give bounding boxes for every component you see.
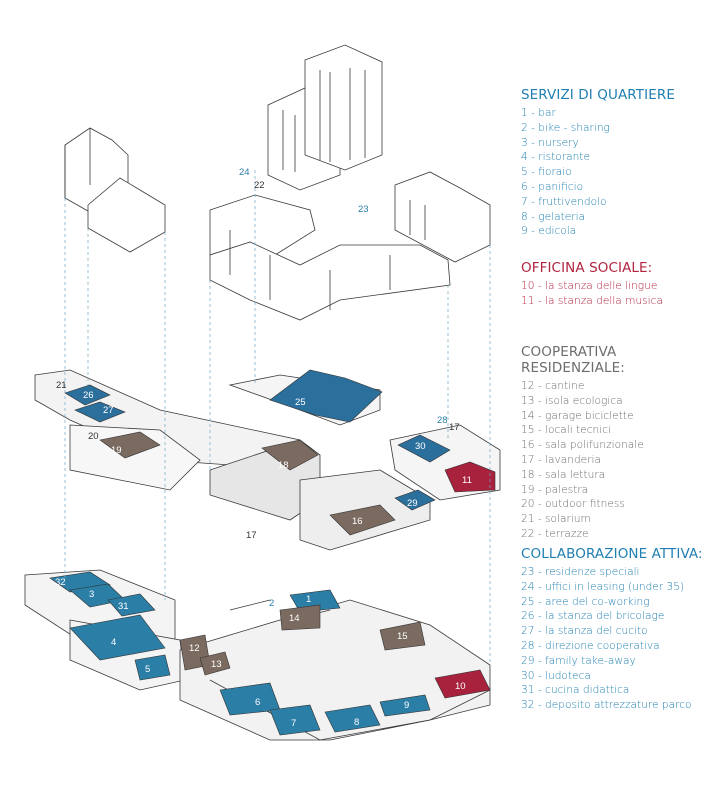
label-3: 3 [89, 589, 95, 600]
zone-9 [379, 694, 431, 717]
legend-cooperativa: COOPERATIVA RESIDENZIALE: 12 - cantine 1… [521, 344, 706, 542]
legend-servizi: SERVIZI DI QUARTIERE 1 - bar 2 - bike - … [521, 87, 706, 239]
label-20: 20 [88, 431, 99, 442]
zone-30 [397, 434, 451, 463]
label-10: 10 [455, 681, 466, 692]
label-26: 26 [83, 390, 94, 401]
legend-item: 5 - fioraio [521, 166, 572, 179]
legend-officina: OFFICINA SOCIALE: 10 - la stanza delle l… [521, 260, 706, 309]
building-courtyard [209, 194, 451, 321]
zone-18 [261, 439, 319, 471]
legend-item: 27 - la stanza del cucito [521, 625, 648, 638]
label-11: 11 [462, 475, 472, 486]
label-16: 16 [352, 516, 363, 527]
zone-7 [269, 704, 321, 736]
legend-item: 10 - la stanza delle lingue [521, 280, 658, 292]
legend-title: OFFICINA SOCIALE: [521, 260, 653, 276]
legend-title: COLLABORAZIONE ATTIVA: [521, 546, 703, 562]
label-27: 27 [103, 405, 114, 416]
label-4: 4 [111, 637, 117, 648]
label-23: 23 [358, 204, 369, 215]
label-17-a: 17 [449, 422, 460, 433]
zone-4 [69, 614, 166, 661]
label-18: 18 [278, 460, 289, 471]
legend-item: 7 - fruttivendolo [521, 195, 607, 208]
building-top-left [64, 127, 166, 253]
label-6: 6 [255, 697, 261, 708]
legend-item: 31 - cucina didattica [521, 684, 630, 697]
legend-item: 21 - solarium [521, 513, 591, 526]
label-32: 32 [55, 577, 66, 588]
legend-item: 11 - la stanza della musica [521, 294, 663, 307]
legend-item: 8 - gelateria [521, 210, 586, 223]
legend-item: 22 - terrazze [521, 527, 589, 540]
zone-31 [107, 593, 156, 617]
legend-title: COOPERATIVA RESIDENZIALE: [521, 344, 625, 376]
legend-item: 12 - cantine [521, 380, 585, 392]
label-9: 9 [404, 700, 410, 711]
zone-15 [379, 621, 426, 651]
zone-19 [99, 431, 161, 459]
label-12: 12 [189, 643, 200, 654]
zone-25 [269, 369, 383, 423]
projection-lines [64, 170, 491, 665]
legend-item: 17 - lavanderia [521, 453, 601, 466]
label-8: 8 [354, 717, 360, 728]
legend-item: 9 - edicola [521, 225, 577, 238]
label-29: 29 [407, 498, 418, 509]
label-1: 1 [306, 594, 312, 605]
legend-item: 20 - outdoor fitness [521, 498, 625, 511]
legend-item: 4 - ristorante [521, 151, 590, 164]
zone-5 [134, 654, 171, 681]
label-31: 31 [118, 601, 129, 612]
zone-14 [279, 604, 321, 631]
zone-26 [64, 384, 111, 406]
zone-16 [329, 504, 396, 536]
legend-item: 13 - isola ecologica [521, 394, 623, 407]
label-28: 28 [437, 415, 448, 426]
legend-item: 14 - garage biciclette [521, 409, 634, 422]
zone-29 [394, 489, 436, 511]
legend-item: 15 - locali tecnici [521, 424, 611, 437]
legend-item: 24 - uffici in leasing (under 35) [521, 580, 685, 593]
legend-item: 25 - aree del co-working [521, 595, 650, 608]
legend-item: 6 - panificio [521, 180, 584, 193]
label-2: 2 [269, 598, 275, 609]
legend-item: 23 - residenze speciali [521, 566, 640, 578]
label-7: 7 [291, 718, 297, 729]
zone-27 [74, 401, 126, 423]
building-tower [267, 44, 383, 191]
legend-item: 30 - ludoteca [521, 669, 591, 682]
label-17-b: 17 [246, 530, 257, 541]
label-21: 21 [56, 380, 67, 391]
legend-collaborazione: COLLABORAZIONE ATTIVA: 23 - residenze sp… [521, 546, 706, 713]
legend-item: 32 - deposito attrezzature parco [521, 699, 692, 712]
legend-item: 3 - nursery [521, 136, 579, 149]
zone-8 [324, 704, 381, 733]
label-24: 24 [239, 167, 250, 178]
zone-13 [199, 651, 231, 676]
legend-item: 16 - sala polifunzionale [521, 439, 644, 452]
label-25: 25 [295, 397, 306, 408]
zone-11 [444, 461, 496, 493]
legend-item: 2 - bike - sharing [521, 121, 610, 134]
legend-item: 1 - bar [521, 107, 556, 119]
label-13: 13 [211, 659, 222, 670]
legend-item: 29 - family take-away [521, 654, 636, 667]
legend-item: 26 - la stanza del bricolage [521, 610, 665, 623]
legend-title: SERVIZI DI QUARTIERE [521, 87, 675, 103]
zone-1 [289, 589, 341, 613]
label-14: 14 [289, 613, 300, 624]
label-22: 22 [254, 180, 265, 191]
legend-item: 28 - direzione cooperativa [521, 639, 660, 652]
legend-item: 19 - palestra [521, 483, 589, 496]
label-15: 15 [397, 631, 408, 642]
label-5: 5 [145, 664, 151, 675]
label-19: 19 [111, 445, 122, 456]
zone-10 [434, 669, 491, 699]
label-30: 30 [415, 441, 426, 452]
legend-item: 18 - sala lettura [521, 468, 606, 481]
building-right [394, 171, 491, 263]
